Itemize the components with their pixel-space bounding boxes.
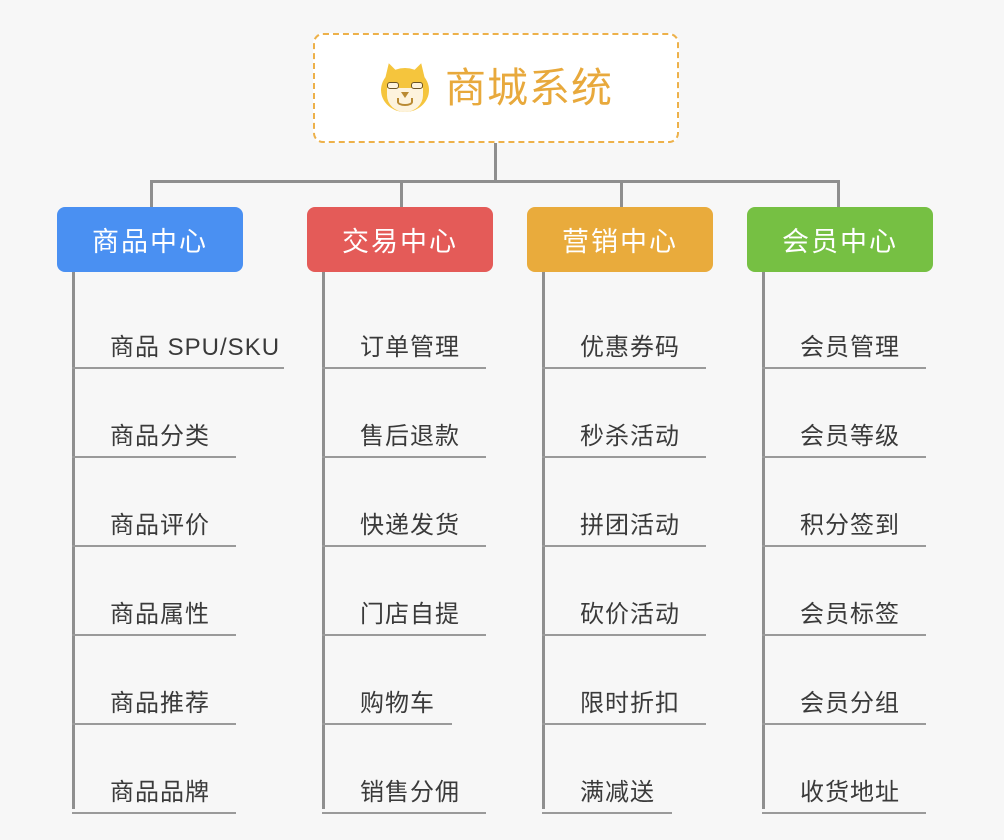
leaf-label: 拼团活动 bbox=[580, 512, 680, 539]
connector-root-stem bbox=[494, 143, 497, 181]
category-header-3[interactable]: 营销中心 bbox=[527, 207, 713, 272]
leaf-list-1: 商品 SPU/SKU 商品分类 商品评价 商品属性 商品推荐 商品品牌 bbox=[57, 272, 307, 814]
leaf-label: 商品品牌 bbox=[110, 779, 210, 806]
root-title: 商城系统 bbox=[445, 64, 613, 111]
leaf-item[interactable]: 门店自提 bbox=[322, 547, 527, 636]
leaf-label: 销售分佣 bbox=[360, 779, 460, 806]
leaf-item[interactable]: 优惠券码 bbox=[542, 280, 747, 369]
leaf-spine-2 bbox=[322, 272, 325, 809]
leaf-item[interactable]: 商品评价 bbox=[72, 458, 307, 547]
leaf-item[interactable]: 商品 SPU/SKU bbox=[72, 280, 307, 369]
leaf-item[interactable]: 会员标签 bbox=[762, 547, 967, 636]
leaf-item[interactable]: 限时折扣 bbox=[542, 636, 747, 725]
leaf-item[interactable]: 积分签到 bbox=[762, 458, 967, 547]
category-header-4[interactable]: 会员中心 bbox=[747, 207, 933, 272]
leaf-item[interactable]: 收货地址 bbox=[762, 725, 967, 814]
leaf-item[interactable]: 会员等级 bbox=[762, 369, 967, 458]
connector-drop-4 bbox=[837, 180, 840, 207]
root-node[interactable]: 商城系统 bbox=[313, 33, 679, 143]
leaf-label: 会员管理 bbox=[800, 334, 900, 361]
leaf-item[interactable]: 商品属性 bbox=[72, 547, 307, 636]
leaf-item[interactable]: 商品品牌 bbox=[72, 725, 307, 814]
leaf-label: 限时折扣 bbox=[580, 690, 680, 717]
leaf-label: 会员等级 bbox=[800, 423, 900, 450]
leaf-item[interactable]: 砍价活动 bbox=[542, 547, 747, 636]
leaf-label: 商品属性 bbox=[110, 601, 210, 628]
leaf-label: 商品分类 bbox=[110, 423, 210, 450]
branch-column-1: 商品中心 商品 SPU/SKU 商品分类 商品评价 商品属性 商品推荐 商品品牌 bbox=[57, 207, 307, 814]
leaf-list-2: 订单管理 售后退款 快递发货 门店自提 购物车 销售分佣 bbox=[307, 272, 527, 814]
leaf-item[interactable]: 会员管理 bbox=[762, 280, 967, 369]
connector-horizontal-bus bbox=[150, 180, 838, 183]
leaf-label: 商品推荐 bbox=[110, 690, 210, 717]
leaf-item[interactable]: 商品分类 bbox=[72, 369, 307, 458]
leaf-label: 砍价活动 bbox=[580, 601, 680, 628]
connector-drop-2 bbox=[400, 180, 403, 207]
leaf-label: 快递发货 bbox=[360, 512, 460, 539]
leaf-label: 收货地址 bbox=[800, 779, 900, 806]
category-header-2[interactable]: 交易中心 bbox=[307, 207, 493, 272]
leaf-label: 购物车 bbox=[360, 690, 435, 717]
leaf-label: 门店自提 bbox=[360, 601, 460, 628]
leaf-item[interactable]: 会员分组 bbox=[762, 636, 967, 725]
leaf-item[interactable]: 快递发货 bbox=[322, 458, 527, 547]
leaf-label: 积分签到 bbox=[800, 512, 900, 539]
leaf-item[interactable]: 秒杀活动 bbox=[542, 369, 747, 458]
leaf-spine-3 bbox=[542, 272, 545, 809]
leaf-label: 商品评价 bbox=[110, 512, 210, 539]
leaf-spine-1 bbox=[72, 272, 75, 809]
connector-drop-3 bbox=[620, 180, 623, 207]
category-header-1[interactable]: 商品中心 bbox=[57, 207, 243, 272]
leaf-list-3: 优惠券码 秒杀活动 拼团活动 砍价活动 限时折扣 满减送 bbox=[527, 272, 747, 814]
leaf-label: 会员标签 bbox=[800, 601, 900, 628]
leaf-item[interactable]: 售后退款 bbox=[322, 369, 527, 458]
leaf-item[interactable]: 购物车 bbox=[322, 636, 527, 725]
leaf-item[interactable]: 拼团活动 bbox=[542, 458, 747, 547]
leaf-label: 商品 SPU/SKU bbox=[110, 334, 281, 361]
leaf-label: 会员分组 bbox=[800, 690, 900, 717]
leaf-item[interactable]: 订单管理 bbox=[322, 280, 527, 369]
leaf-item[interactable]: 商品推荐 bbox=[72, 636, 307, 725]
leaf-label: 秒杀活动 bbox=[580, 423, 680, 450]
connector-drop-1 bbox=[150, 180, 153, 207]
leaf-label: 售后退款 bbox=[360, 423, 460, 450]
leaf-label: 订单管理 bbox=[360, 334, 460, 361]
leaf-item[interactable]: 满减送 bbox=[542, 725, 747, 814]
leaf-label: 满减送 bbox=[580, 779, 655, 806]
branch-column-3: 营销中心 优惠券码 秒杀活动 拼团活动 砍价活动 限时折扣 满减送 bbox=[527, 207, 747, 814]
leaf-label: 优惠券码 bbox=[580, 334, 680, 361]
leaf-list-4: 会员管理 会员等级 积分签到 会员标签 会员分组 收货地址 bbox=[747, 272, 967, 814]
leaf-spine-4 bbox=[762, 272, 765, 809]
branch-column-4: 会员中心 会员管理 会员等级 积分签到 会员标签 会员分组 收货地址 bbox=[747, 207, 967, 814]
branch-column-2: 交易中心 订单管理 售后退款 快递发货 门店自提 购物车 销售分佣 bbox=[307, 207, 527, 814]
dog-face-icon bbox=[379, 60, 431, 114]
leaf-item[interactable]: 销售分佣 bbox=[322, 725, 527, 814]
